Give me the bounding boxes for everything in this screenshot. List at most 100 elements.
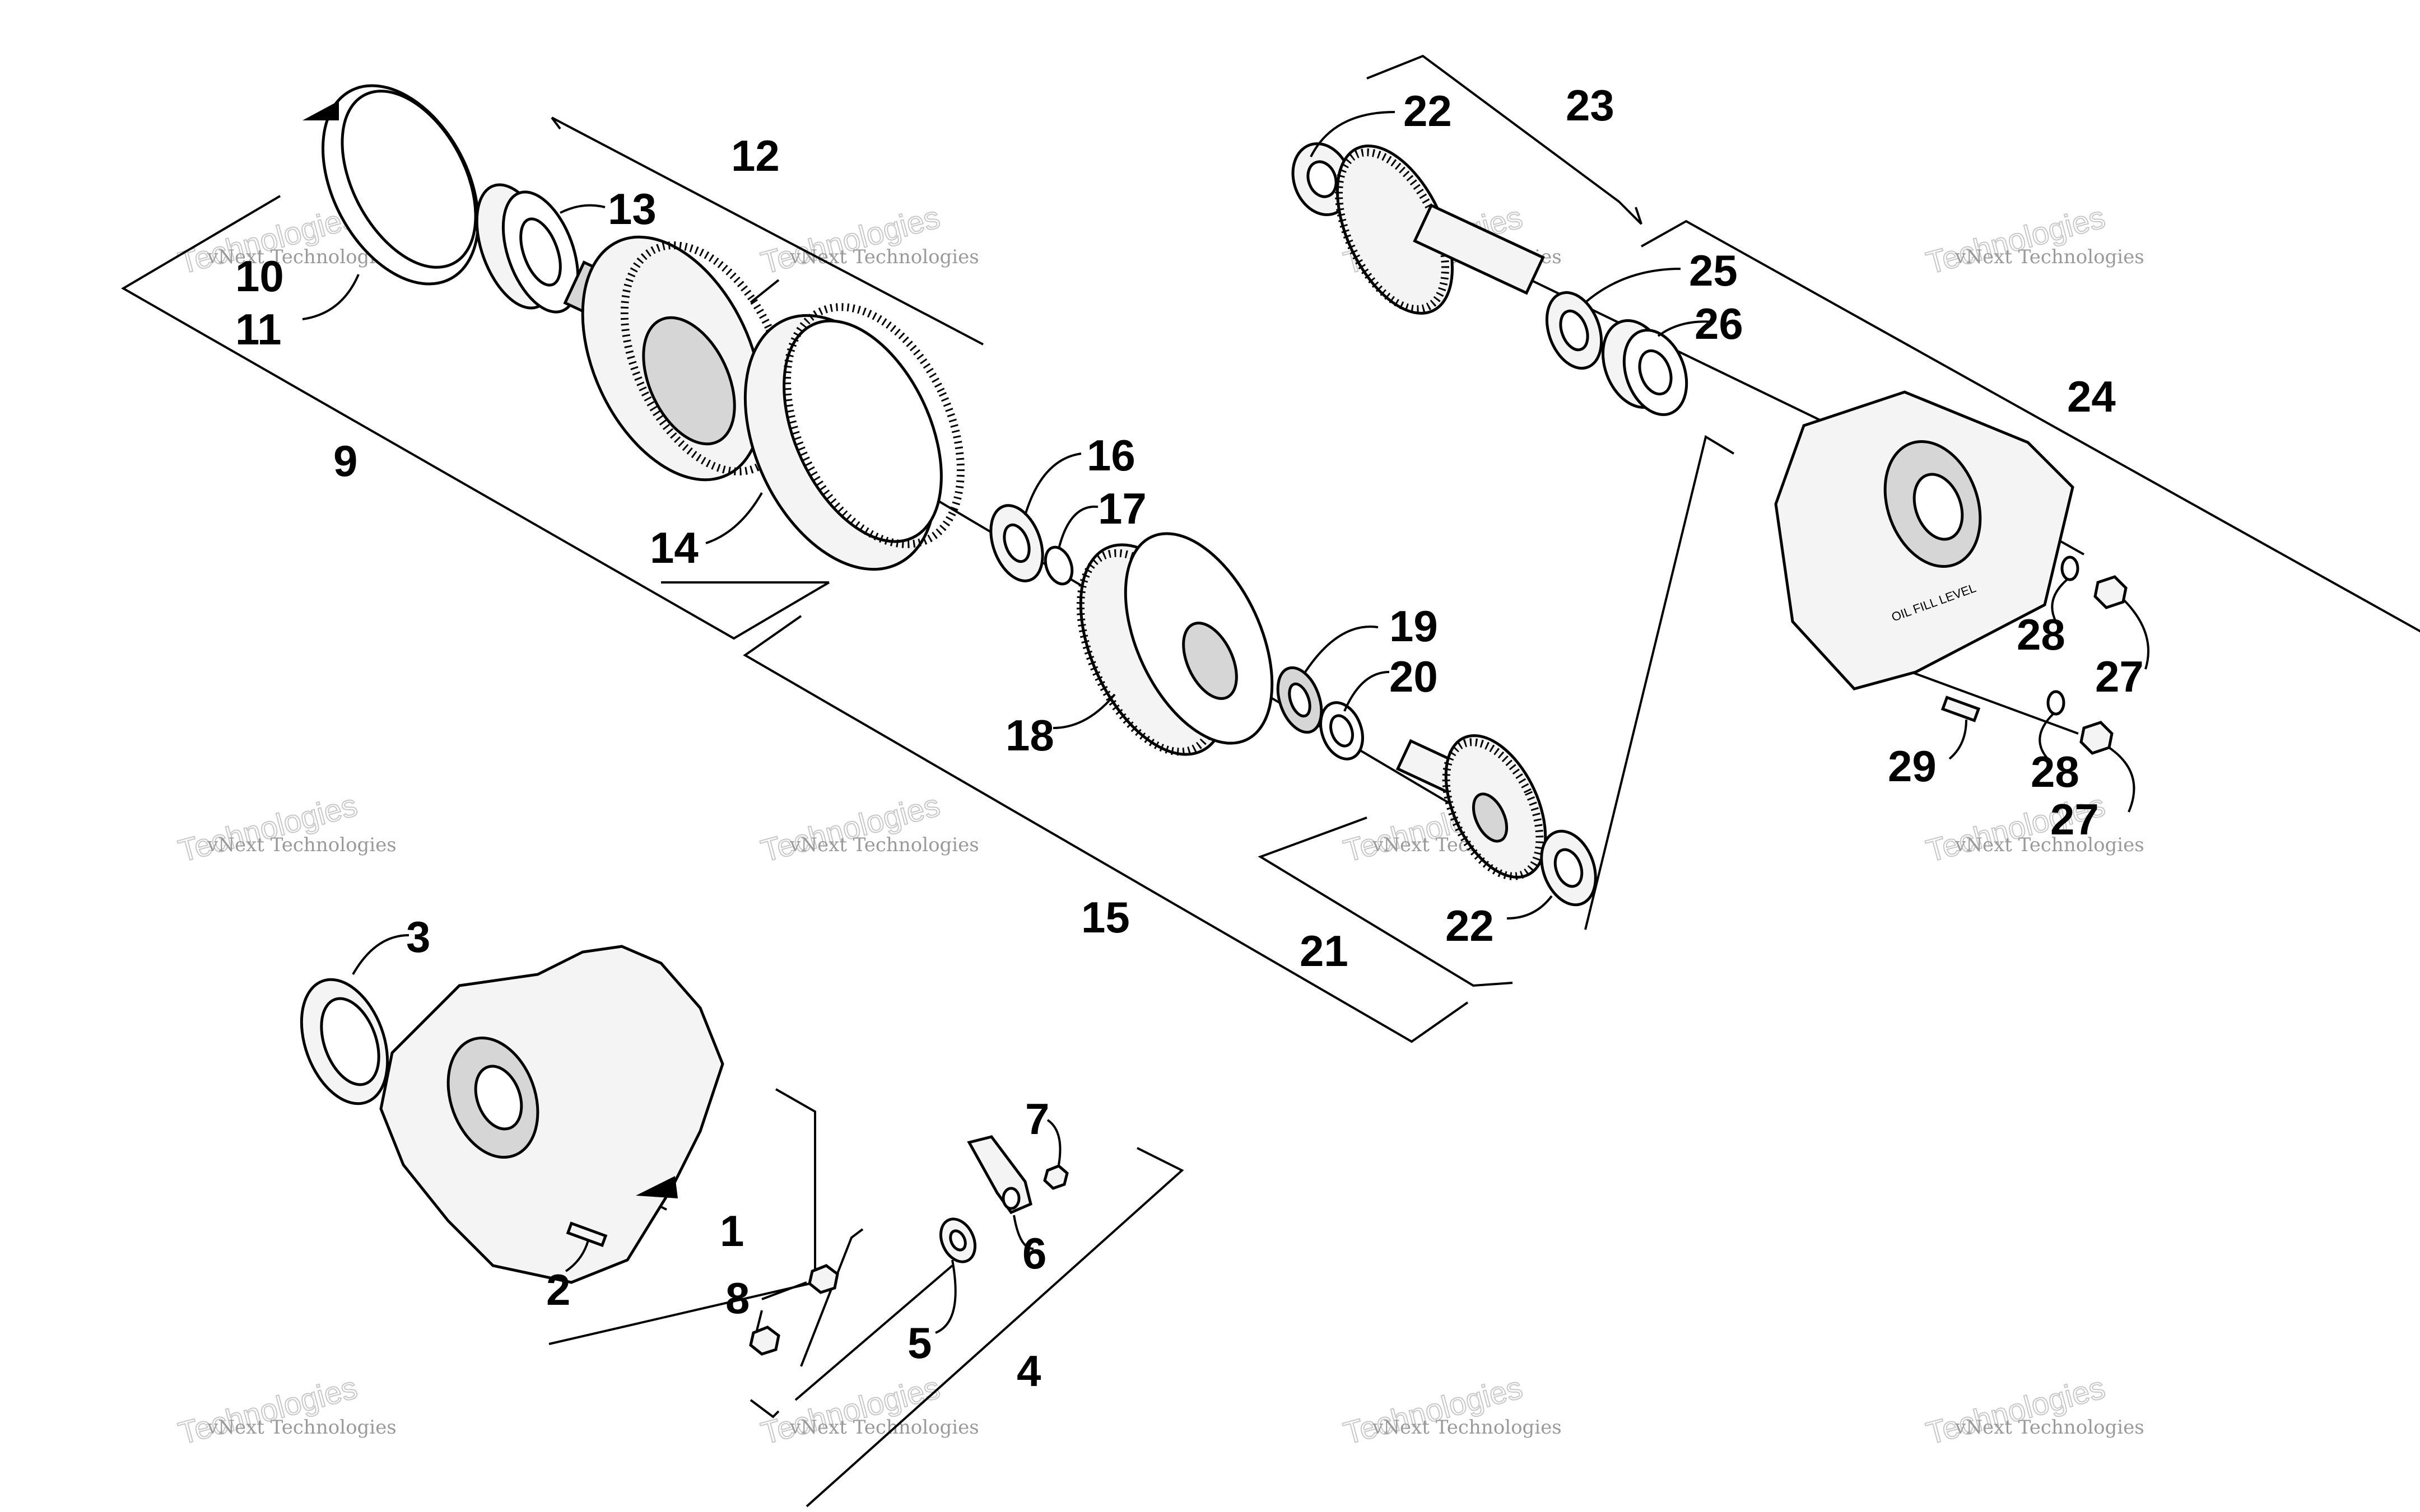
bearing-22-lower [1540, 829, 1597, 907]
watermark: Technologies vNext Technologies [757, 786, 979, 869]
leader-8 [761, 1281, 807, 1300]
washer-28-lower [2046, 690, 2065, 716]
callout-14: 14 [650, 523, 699, 572]
watermark: Technologies vNext Technologies [757, 198, 979, 281]
leader-13 [560, 204, 606, 214]
bearing-16 [989, 504, 1044, 582]
callout-22-upper: 22 [1403, 86, 1452, 136]
callout-21: 21 [1300, 926, 1348, 976]
assembly-brackets [121, 54, 2420, 1508]
bolt-29 [1940, 696, 1981, 722]
watermark-group: Technologies vNext Technologies Technolo… [174, 198, 2144, 1451]
shift-arm-6 [967, 1135, 1032, 1215]
leader-19 [1304, 626, 1379, 673]
leader-12 [750, 279, 780, 304]
bracket-23 [1366, 54, 1642, 225]
bolt-27-lower [2079, 721, 2114, 755]
callout-12: 12 [731, 131, 780, 180]
carrier-18 [1076, 532, 1274, 756]
leader-lines [302, 111, 2149, 1334]
seal-3 [300, 978, 389, 1105]
washer-20 [1319, 701, 1364, 760]
cover-24: OIL FILL LEVEL [1774, 390, 2074, 690]
leader-28a [2051, 578, 2068, 622]
bracket-21 [1258, 816, 1513, 987]
bracket-12-left [551, 116, 561, 130]
callout-18: 18 [1006, 711, 1054, 760]
housing-1 [379, 945, 724, 1284]
nut-8 [749, 1264, 839, 1356]
watermark-small: vNext Technologies [1954, 834, 2144, 856]
callout-22-lower: 22 [1445, 901, 1494, 950]
callout-10: 10 [235, 251, 284, 301]
leader-8b [755, 1310, 763, 1333]
watermark: Technologies vNext Technologies [1922, 1369, 2144, 1451]
watermark-small: vNext Technologies [207, 834, 397, 856]
leader-16 [1024, 452, 1082, 516]
leader-17 [1058, 505, 1099, 549]
watermark-big: Technologies [1923, 199, 2109, 280]
bolt-7 [1043, 1164, 1069, 1190]
bracket-9 [121, 195, 830, 640]
leader-27b [2108, 746, 2135, 813]
watermark-big: Technologies [1340, 1369, 1526, 1450]
callout-28-upper: 28 [2017, 610, 2065, 659]
leader-7 [1046, 1119, 1062, 1165]
callout-27-lower: 27 [2050, 795, 2099, 844]
leader-18 [1053, 693, 1116, 729]
watermark-small: vNext Technologies [789, 1416, 979, 1439]
callout-26: 26 [1695, 299, 1743, 348]
watermark-small: vNext Technologies [789, 246, 979, 268]
shift-shaft-4 [750, 1228, 953, 1418]
watermark: Technologies vNext Technologies [1339, 1369, 1562, 1451]
watermark-small: vNext Technologies [1372, 1416, 1562, 1439]
leader-29 [1948, 719, 1967, 760]
bearing-26 [1602, 319, 1688, 416]
callout-11: 11 [235, 305, 281, 354]
watermark: Technologies vNext Technologies [1922, 198, 2144, 281]
dowel-2 [566, 1221, 608, 1247]
watermark-small: vNext Technologies [1954, 246, 2144, 268]
watermark-small: vNext Technologies [1954, 1416, 2144, 1439]
thrust-bearing-19 [1276, 666, 1323, 734]
callout-23: 23 [1566, 81, 1614, 130]
callout-7: 7 [1025, 1094, 1049, 1144]
callout-13: 13 [608, 184, 657, 234]
gear-shaft-21 [1395, 734, 1547, 880]
leader-20 [1343, 671, 1390, 712]
watermark: Technologies vNext Technologies [174, 1369, 397, 1451]
drum-14 [743, 303, 965, 571]
bracket-24 [1641, 220, 2420, 633]
callout-2: 2 [546, 1265, 570, 1314]
callout-9: 9 [333, 436, 357, 486]
direction-arrow-icon [636, 1176, 678, 1198]
callout-3: 3 [406, 912, 430, 962]
bracket-1 [548, 1088, 816, 1345]
callout-25: 25 [1689, 246, 1738, 295]
callout-8: 8 [725, 1273, 750, 1323]
callout-16: 16 [1087, 431, 1135, 480]
callout-5: 5 [908, 1318, 932, 1368]
callout-19: 19 [1389, 601, 1438, 651]
callout-27-upper: 27 [2095, 652, 2144, 701]
leader-25 [1584, 268, 1681, 304]
callout-4: 4 [1017, 1346, 1041, 1396]
watermark-big: Technologies [757, 787, 943, 868]
leader-26 [1657, 320, 1715, 337]
leader-22a [1310, 111, 1395, 157]
callout-labels: 12 13 10 11 9 14 16 17 18 19 20 15 21 22… [235, 81, 2144, 1396]
leader-10-11 [302, 274, 360, 320]
callout-1: 1 [720, 1206, 744, 1256]
leader-14 [705, 492, 763, 544]
leader-3 [352, 934, 409, 975]
bolt-27-upper [2093, 575, 2128, 609]
ring-gear-12 [563, 235, 792, 482]
callout-28-lower: 28 [2031, 747, 2079, 796]
washer-17 [1044, 545, 1074, 586]
callout-17: 17 [1098, 484, 1147, 533]
direction-arrow-icon [302, 101, 339, 120]
seal-25 [1545, 291, 1603, 370]
leader-27a [2122, 598, 2149, 670]
watermark-big: Technologies [175, 787, 361, 868]
